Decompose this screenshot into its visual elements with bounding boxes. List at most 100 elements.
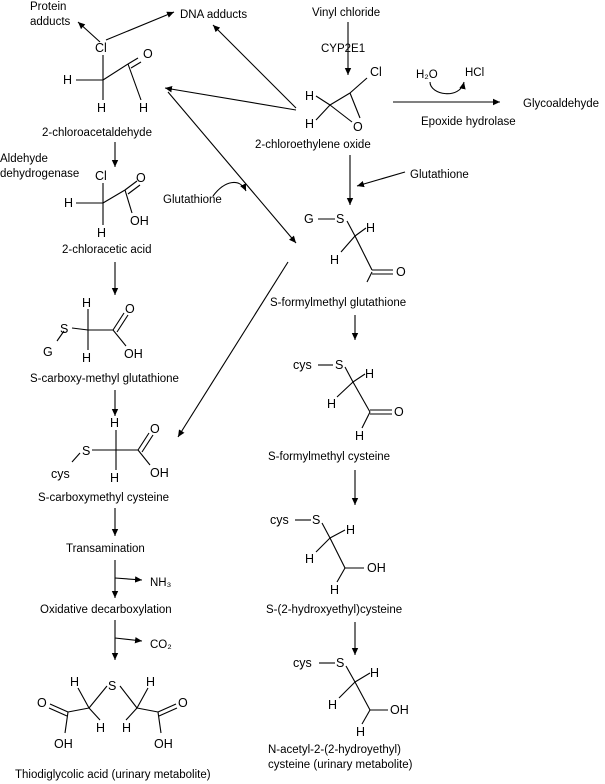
carboxymethyl-cysteine-label: S-carboxymethyl cysteine <box>38 492 169 504</box>
nacetyl-cysteine-structure: cys S H H OH H <box>293 656 409 739</box>
h-atom: H <box>97 226 106 240</box>
aldehyde-dehydrogenase-label-line1: Aldehyde <box>0 153 48 165</box>
chloracetic-acid-label: 2-chloracetic acid <box>62 244 151 256</box>
h-atom: H <box>330 583 339 597</box>
g-group: G <box>43 345 53 359</box>
oh-group: OH <box>154 737 173 751</box>
arrow-cross-to-carboxymethyl-cysteine <box>177 261 289 438</box>
h-atom: H <box>70 675 79 689</box>
thiodiglycolic-acid-structure: S H H H H O OH O OH <box>37 675 188 751</box>
oh-group: OH <box>54 737 73 751</box>
s-atom: S <box>335 358 343 372</box>
h-atom: H <box>122 721 131 735</box>
h-atom: H <box>346 523 355 537</box>
h-atom: H <box>327 397 336 411</box>
arrow-water-to-hcl <box>429 81 466 95</box>
cys-group: cys <box>293 656 312 670</box>
h-atom: H <box>97 101 106 115</box>
oh-group: OH <box>367 561 386 575</box>
h-atom: H <box>305 117 314 131</box>
nacetyl-cysteine-label-line2: cysteine (urinary metabolite) <box>268 759 413 771</box>
formylmethyl-cysteine-structure: cys S H H O H <box>293 358 404 443</box>
cys-group: cys <box>51 467 70 481</box>
chloroacetaldehyde-structure: Cl H H O H <box>63 41 153 115</box>
oh-group: OH <box>150 466 169 480</box>
chloroethylene-oxide-label: 2-chloroethylene oxide <box>255 139 371 151</box>
arrow-nh3-release <box>114 576 143 583</box>
o-atom: O <box>37 696 47 710</box>
formylmethyl-glutathione-structure: G S H H O <box>304 212 406 283</box>
carboxymethyl-glutathione-label: S-carboxy-methyl glutathione <box>30 373 179 385</box>
chloracetic-acid-structure: Cl H H O OH <box>64 169 149 240</box>
o-atom: O <box>136 171 146 185</box>
cl-atom: Cl <box>95 41 107 55</box>
water-label: H₂O <box>416 69 438 81</box>
h-atom: H <box>82 351 91 365</box>
h-atom: H <box>355 429 364 443</box>
cyp2e1-label: CYP2E1 <box>321 43 365 55</box>
oxidative-decarboxylation-label: Oxidative decarboxylation <box>40 604 172 616</box>
h-atom: H <box>305 89 314 103</box>
s-atom: S <box>108 679 116 693</box>
h-atom: H <box>305 552 314 566</box>
h-atom: H <box>366 221 375 235</box>
oh-group: OH <box>130 214 149 228</box>
o-atom: O <box>150 422 160 436</box>
nacetyl-cysteine-label-line1: N-acetyl-2-(2-hydroyethyl) <box>268 744 401 756</box>
h-atom: H <box>139 101 148 115</box>
cl-atom: Cl <box>370 65 382 79</box>
s-atom: S <box>336 656 344 670</box>
glutathione-label-left: Glutathione <box>163 194 222 206</box>
arrow-glutathione-right <box>356 171 406 188</box>
o-atom: O <box>143 47 153 61</box>
o-atom: O <box>178 696 188 710</box>
h-atom: H <box>82 296 91 310</box>
g-group: G <box>304 212 314 226</box>
vinyl-chloride-label: Vinyl chloride <box>312 7 380 19</box>
thiodiglycolic-acid-label: Thiodiglycolic acid (urinary metabolite) <box>15 769 211 781</box>
co2-label: CO₂ <box>150 639 172 651</box>
carboxymethyl-glutathione-structure: S G H H O OH <box>43 296 143 365</box>
transamination-label: Transamination <box>66 543 145 555</box>
chloroethylene-oxide-structure: Cl H H O <box>305 65 382 134</box>
cl-atom: Cl <box>95 169 107 183</box>
glycoaldehyde-label: Glycoaldehyde <box>523 98 599 110</box>
arrow-oxide-to-dna <box>212 24 297 109</box>
h-atom: H <box>365 367 374 381</box>
cys-group: cys <box>293 358 312 372</box>
s-atom: S <box>336 212 344 226</box>
formylmethyl-cysteine-label: S-formylmethyl cysteine <box>268 451 390 463</box>
reaction-arrows <box>77 11 500 660</box>
s-atom: S <box>82 444 90 458</box>
o-atom: O <box>125 302 135 316</box>
h-atom: H <box>110 471 119 485</box>
aldehyde-dehydrogenase-label-line2: dehydrogenase <box>0 168 79 180</box>
h-atom: H <box>110 416 119 430</box>
hydroxyethyl-cysteine-label: S-(2-hydroxyethyl)cysteine <box>266 604 402 616</box>
h-atom: H <box>330 253 339 267</box>
h-atom: H <box>96 721 105 735</box>
dna-adducts-label: DNA adducts <box>180 9 247 21</box>
o-atom: O <box>353 120 363 134</box>
s-atom: S <box>60 322 68 336</box>
oh-group: OH <box>390 703 409 717</box>
nh3-label: NH₃ <box>150 577 172 589</box>
arrow-to-protein-adducts <box>77 21 101 43</box>
s-atom: S <box>312 513 320 527</box>
arrow-chloroacetaldehyde-to-glutathione-conjugate <box>167 91 297 244</box>
arrow-co2-release <box>114 637 143 644</box>
h-atom: H <box>328 698 337 712</box>
protein-adducts-label-line2: adducts <box>30 16 71 28</box>
chloroacetaldehyde-label: 2-chloroacetaldehyde <box>42 127 152 139</box>
hcl-label: HCl <box>465 67 484 79</box>
cys-group: cys <box>270 513 289 527</box>
oh-group: OH <box>124 347 143 361</box>
h-atom: H <box>356 725 365 739</box>
arrow-oxide-to-chloroacetaldehyde <box>164 86 297 111</box>
arrow-glutathione-left <box>212 182 247 197</box>
formylmethyl-glutathione-label: S-formylmethyl glutathione <box>270 297 406 309</box>
h-atom: H <box>64 196 73 210</box>
o-atom: O <box>394 405 404 419</box>
